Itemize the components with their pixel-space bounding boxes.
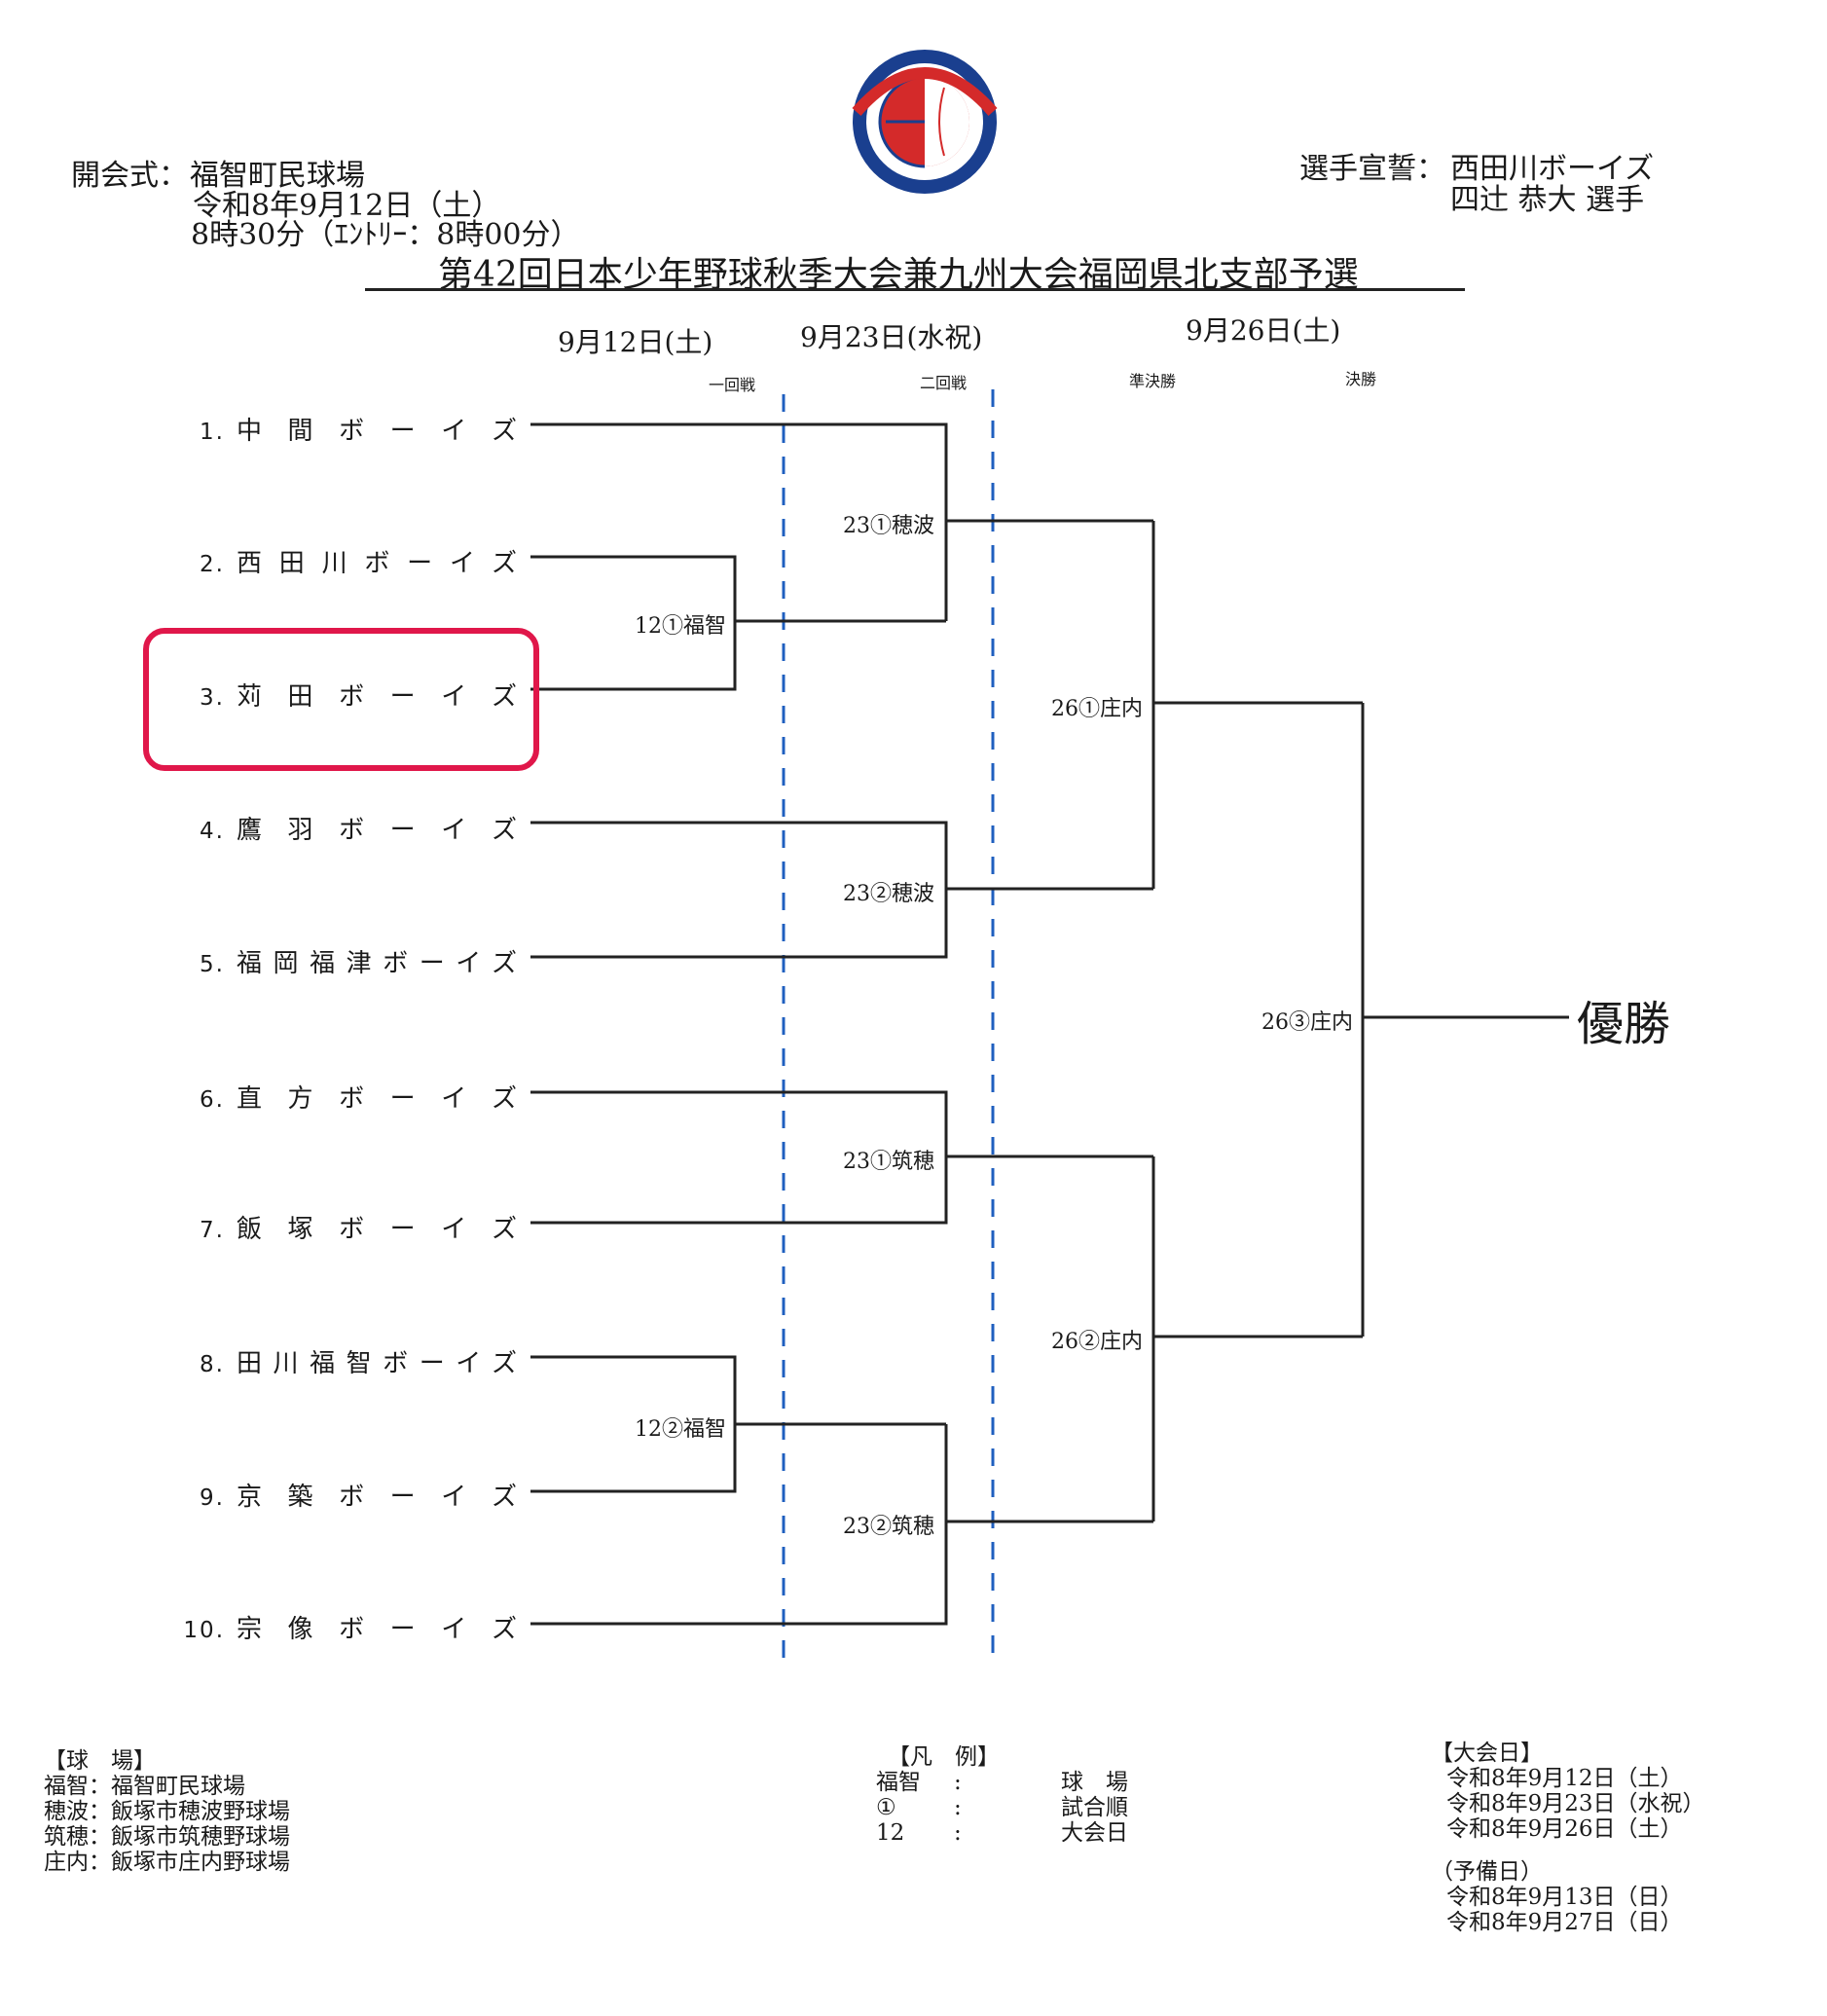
match-label-final: 26③庄内 (1261, 1010, 1353, 1035)
team-row: 4. 鷹羽ボーイズ (170, 810, 519, 846)
match-label-r2d: 23②筑穂 (843, 1515, 934, 1539)
team-row: 9. 京築ボーイズ (170, 1477, 519, 1513)
venues-legend-line: 福智：福智町民球場 (44, 1774, 245, 1799)
opening-venue: 福智町民球場 (190, 159, 365, 193)
team-name: 西田川ボーイズ (237, 549, 519, 578)
reserve-date: 令和8年9月27日（日） (1446, 1910, 1683, 1935)
match-label-r2a: 23①穂波 (843, 514, 934, 538)
semifinal-label: 準決勝 (1129, 372, 1177, 390)
key-legend-key: 12 (876, 1820, 905, 1846)
team-row: 7. 飯塚ボーイズ (170, 1209, 519, 1245)
line-team2 (530, 555, 737, 691)
team-number: 6. (200, 1087, 225, 1113)
team-number: 7. (200, 1218, 225, 1243)
key-legend-row: 福智:球 場 (876, 1770, 1128, 1795)
champion-label: 優勝 (1577, 997, 1671, 1051)
team-name: 苅田ボーイズ (237, 682, 519, 712)
schedule-header: 【大会日】 (1431, 1741, 1543, 1766)
match-label-r1a: 12①福智 (635, 614, 726, 639)
team-name: 鷹羽ボーイズ (237, 816, 519, 845)
key-legend-row: 12:大会日 (876, 1820, 1128, 1846)
match-label-sfb: 26②庄内 (1051, 1330, 1143, 1354)
team-row: 6. 直方ボーイズ (170, 1079, 519, 1115)
team-row: 10. 宗像ボーイズ (170, 1609, 519, 1645)
line-team1 (530, 422, 948, 621)
date-round1: 9月12日(土) (558, 326, 713, 358)
round1-label: 一回戦 (709, 376, 756, 394)
key-legend-value: 球 場 (1061, 1770, 1128, 1795)
key-legend-key: 福智 (876, 1770, 921, 1795)
venues-legend-line: 筑穂：飯塚市筑穂野球場 (44, 1824, 290, 1850)
team-name: 福岡福津ボーイズ (237, 949, 519, 978)
line-team10 (530, 1424, 948, 1626)
team-row: 2. 西田川ボーイズ (170, 543, 519, 579)
opening-label: 開会式： (71, 159, 188, 193)
opening-date: 令和8年9月12日（土） (193, 189, 501, 223)
team-number: 4. (200, 819, 225, 844)
date-round2: 9月23日(水祝) (800, 321, 983, 353)
team-row: 1. 中間ボーイズ (170, 411, 519, 447)
bracket-lines (530, 422, 1569, 1626)
title-underline (365, 288, 1465, 291)
team-name: 京築ボーイズ (237, 1483, 519, 1512)
opening-time: 8時30分（ｴﾝﾄﾘｰ：8時00分） (191, 218, 580, 252)
team-name: 田川福智ボーイズ (237, 1349, 519, 1378)
team-name: 飯塚ボーイズ (237, 1215, 519, 1244)
key-legend-row: ①:試合順 (876, 1795, 1128, 1820)
team-number: 3. (200, 685, 225, 711)
team-highlight-frame (143, 628, 539, 771)
final-label: 決勝 (1345, 370, 1377, 388)
team-number: 5. (200, 952, 225, 977)
team-number: 10. (183, 1618, 225, 1643)
oath-label: 選手宣誓： (1299, 152, 1445, 186)
match-label-r1b: 12②福智 (635, 1417, 726, 1442)
schedule-date: 令和8年9月12日（土） (1446, 1766, 1683, 1791)
schedule-legend: 【大会日】 令和8年9月12日（土） 令和8年9月23日（水祝） 令和8年9月2… (1431, 1741, 1705, 1935)
team-name: 直方ボーイズ (237, 1084, 519, 1114)
team-row: 5. 福岡福津ボーイズ (170, 943, 519, 979)
team-number: 8. (200, 1352, 225, 1377)
oath-team: 西田川ボーイズ (1450, 152, 1655, 186)
team-row: 3. 苅田ボーイズ (170, 677, 519, 713)
round2-label: 二回戦 (920, 374, 968, 392)
key-legend: 【凡 例】 福智:球 場 ①:試合順 12:大会日 (876, 1744, 1128, 1846)
match-label-r2c: 23①筑穂 (843, 1150, 934, 1174)
team-row: 8. 田川福智ボーイズ (170, 1343, 519, 1379)
venues-legend: 【球 場】 福智：福智町民球場 穂波：飯塚市穂波野球場 筑穂：飯塚市筑穂野球場 … (44, 1748, 290, 1875)
schedule-date: 令和8年9月26日（土） (1446, 1816, 1683, 1842)
key-legend-key: ① (876, 1795, 896, 1820)
oath-player: 四辻 恭大 選手 (1450, 183, 1645, 217)
match-label-sfa: 26①庄内 (1051, 697, 1143, 721)
team-number: 9. (200, 1485, 225, 1511)
key-legend-header: 【凡 例】 (888, 1744, 1000, 1770)
venues-legend-header: 【球 場】 (44, 1748, 156, 1774)
team-name: 宗像ボーイズ (237, 1615, 519, 1644)
reserve-date: 令和8年9月13日（日） (1446, 1885, 1683, 1910)
key-legend-value: 大会日 (1061, 1820, 1128, 1846)
reserve-header: （予備日） (1431, 1859, 1543, 1885)
schedule-date: 令和8年9月23日（水祝） (1446, 1791, 1705, 1816)
round-dividers (782, 389, 995, 1669)
key-legend-value: 試合順 (1061, 1795, 1128, 1820)
venues-legend-line: 庄内：飯塚市庄内野球場 (44, 1850, 290, 1875)
team-number: 1. (200, 420, 225, 445)
boys-league-logo (847, 44, 1003, 200)
team-number: 2. (200, 552, 225, 577)
date-semifinal-final: 9月26日(土) (1186, 314, 1341, 347)
match-label-r2b: 23②穂波 (843, 882, 934, 906)
venues-legend-line: 穂波：飯塚市穂波野球場 (44, 1799, 290, 1824)
team-name: 中間ボーイズ (237, 417, 519, 446)
